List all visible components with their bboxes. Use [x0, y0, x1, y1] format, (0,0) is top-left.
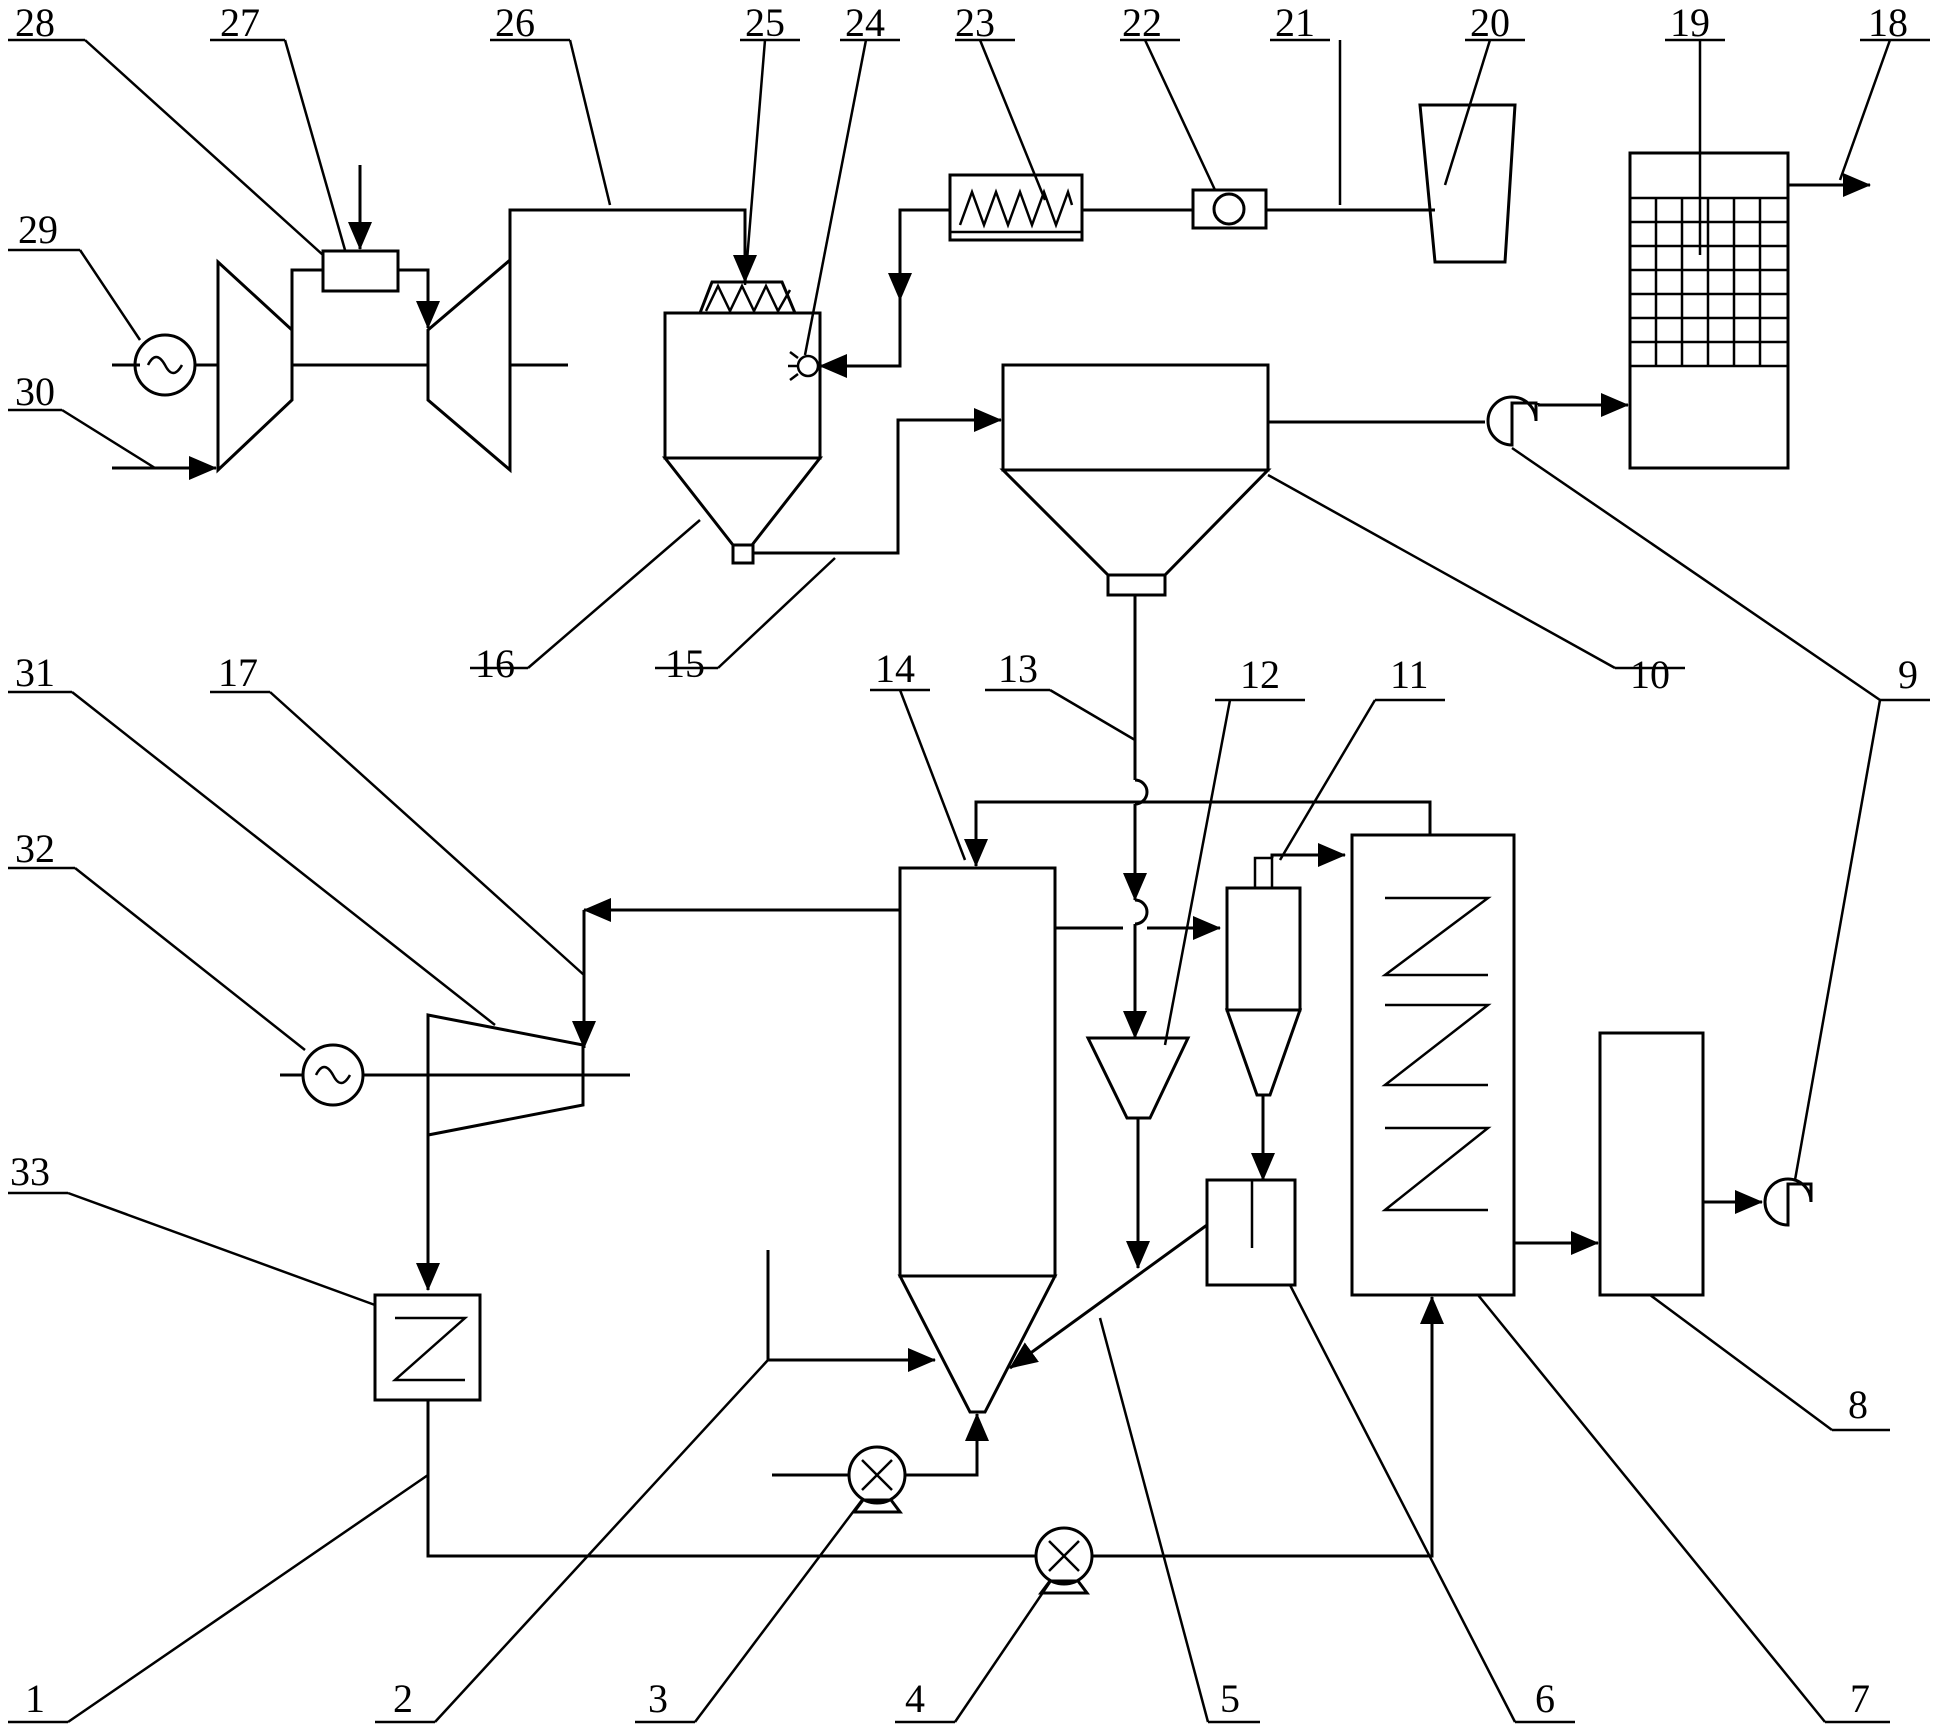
label-5: 5 — [1220, 1676, 1240, 1721]
heater-23 — [948, 173, 1084, 242]
compressor — [216, 258, 294, 474]
spray-dryer-16 — [661, 280, 824, 565]
label-11: 11 — [1390, 652, 1429, 697]
label-29: 29 — [18, 207, 58, 252]
gas-turbine-unit — [112, 165, 757, 480]
heat-exchanger-33 — [373, 1293, 482, 1402]
label-6: 6 — [1535, 1676, 1555, 1721]
expander-17 — [426, 1013, 585, 1137]
label-18: 18 — [1868, 0, 1908, 45]
label-21: 21 — [1275, 0, 1315, 45]
label-17: 17 — [218, 650, 258, 695]
label-20: 20 — [1470, 0, 1510, 45]
pump-22 — [1191, 188, 1268, 230]
label-33: 33 — [10, 1149, 50, 1194]
label-32: 32 — [15, 826, 55, 871]
fan-9-bottom — [1763, 1177, 1813, 1227]
label-24: 24 — [845, 0, 885, 45]
label-10: 10 — [1630, 652, 1670, 697]
label-22: 22 — [1122, 0, 1162, 45]
leader-lines — [8, 38, 1930, 1724]
label-3: 3 — [648, 1676, 668, 1721]
label-31: 31 — [15, 650, 55, 695]
label-12: 12 — [1240, 652, 1280, 697]
turbine — [426, 256, 512, 474]
unit-8 — [1598, 1031, 1705, 1297]
label-28: 28 — [15, 0, 55, 45]
hopper-12 — [1085, 1036, 1191, 1120]
label-4: 4 — [905, 1676, 925, 1721]
tank-20 — [1418, 103, 1517, 264]
label-14: 14 — [875, 646, 915, 691]
cyclone-10 — [999, 363, 1272, 597]
label-16: 16 — [475, 641, 515, 686]
label-13: 13 — [998, 646, 1038, 691]
scrubber-19 — [1628, 151, 1871, 470]
label-27: 27 — [220, 0, 260, 45]
label-30: 30 — [15, 369, 55, 414]
label-7: 7 — [1850, 1676, 1870, 1721]
label-25: 25 — [745, 0, 785, 45]
label-26: 26 — [495, 0, 535, 45]
label-1: 1 — [25, 1676, 45, 1721]
label-2: 2 — [393, 1676, 413, 1721]
reactor-14 — [897, 866, 1058, 1414]
label-23: 23 — [955, 0, 995, 45]
labels: 28 27 26 25 24 23 22 21 20 19 18 29 30 1… — [10, 0, 1918, 1721]
fan-9-top — [1486, 395, 1538, 447]
label-15: 15 — [665, 641, 705, 686]
label-8: 8 — [1848, 1382, 1868, 1427]
cyclone-11 — [1224, 843, 1346, 1181]
boiler-7 — [1350, 833, 1516, 1297]
nozzle-24 — [796, 354, 820, 378]
combustor-28 — [321, 249, 400, 293]
label-19: 19 — [1670, 0, 1710, 45]
label-9: 9 — [1898, 652, 1918, 697]
